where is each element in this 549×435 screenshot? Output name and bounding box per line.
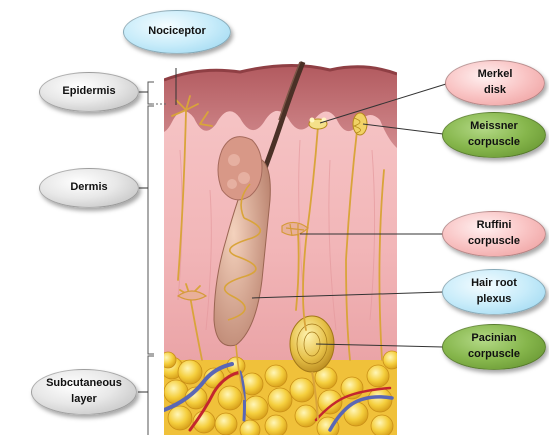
layer-brackets: [148, 82, 154, 435]
subcutaneous-bracket: [148, 356, 154, 435]
dermis-bracket: [148, 106, 154, 354]
merkel-disk-illustration: [309, 118, 327, 130]
tissue-block: [160, 62, 401, 435]
label-subcutaneous: Subcutaneous layer: [31, 369, 137, 415]
epidermis-bracket: [148, 82, 154, 104]
label-dermis: Dermis: [39, 168, 139, 208]
label-ruffini-corpuscle: Ruffini corpuscle: [442, 211, 546, 257]
label-epidermis: Epidermis: [39, 72, 139, 112]
label-meissner-corpuscle: Meissner corpuscle: [442, 112, 546, 158]
label-pacinian-corpuscle: Pacinian corpuscle: [442, 324, 546, 370]
label-hair-root-plexus: Hair root plexus: [442, 269, 546, 315]
label-nociceptor: Nociceptor: [123, 10, 231, 54]
label-merkel-disk: Merkel disk: [445, 60, 545, 106]
